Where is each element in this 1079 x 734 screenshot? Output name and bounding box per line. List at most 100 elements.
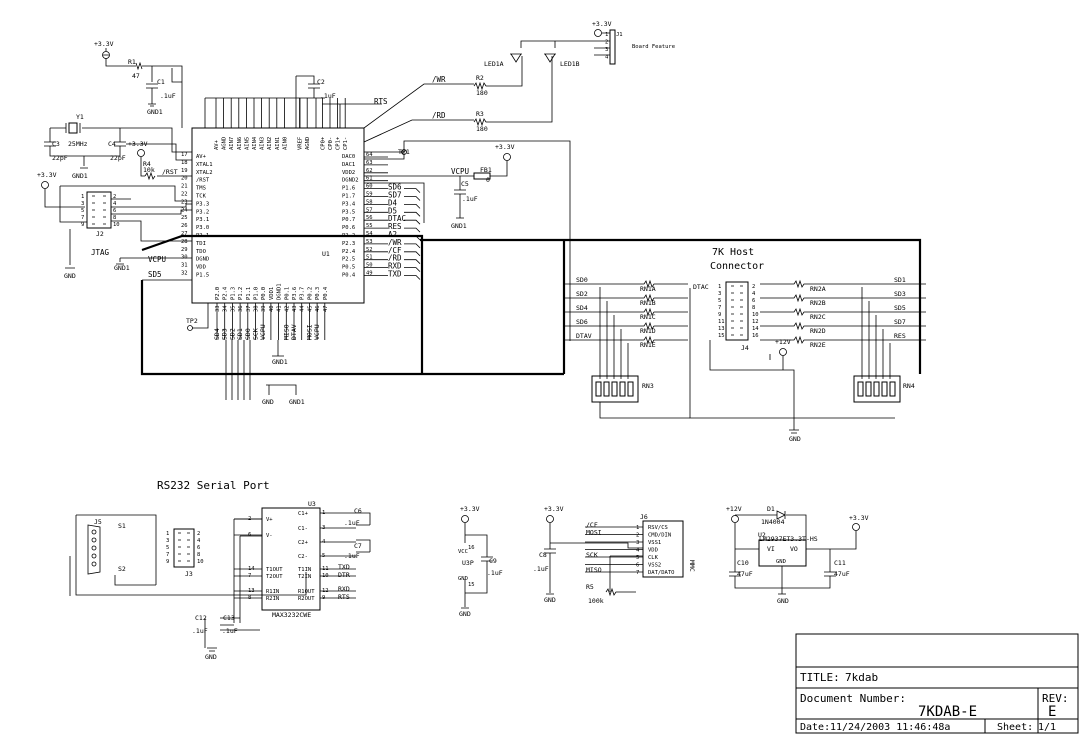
- j3-pin-num: 2: [197, 531, 200, 537]
- j5-ref: J5: [94, 518, 102, 526]
- host-right-net-label: SD7: [894, 318, 906, 326]
- u1-right-pin-label: P3.4: [342, 201, 356, 207]
- vcpu-right: VCPU: [451, 167, 469, 176]
- title-value: 7kdab: [845, 671, 878, 684]
- u2-vi: VI: [767, 545, 775, 553]
- u1-right-pin-label: P3.5: [342, 209, 355, 215]
- u1-right-net-label: /RD: [388, 254, 402, 263]
- u1-left-pin-num: 17: [181, 152, 188, 158]
- u1-bottom-pin-label: P3.6: [292, 287, 298, 300]
- u1-bottom-net-label: SCK: [252, 328, 260, 340]
- rs232-title: RS232 Serial Port: [157, 479, 270, 492]
- rn2-ref: RN2D: [810, 327, 826, 335]
- u1-right-net-label: /CF: [388, 246, 402, 255]
- host-right-net-label: RES: [894, 332, 906, 340]
- host-left-net-wire: [564, 279, 688, 289]
- j4-pin-num: 4: [752, 291, 756, 297]
- r3-value: 180: [476, 125, 488, 133]
- j2-pin-num: 2: [113, 194, 116, 200]
- u3-left-pin-label: V-: [266, 533, 273, 539]
- u1-right-pin-num: 63: [366, 160, 373, 166]
- u1-left-pin-num: 23: [181, 199, 188, 205]
- y1-value: 25MHz: [68, 140, 88, 148]
- u1-bottom-pin-num: 46: [315, 305, 321, 312]
- resistor-pack-element: [857, 381, 864, 397]
- u1-bottom-net-label: SD4: [213, 328, 221, 340]
- rts-net: RTS: [374, 97, 388, 106]
- u3-ref: U3: [308, 500, 316, 508]
- u1-bottom-pin-num: 36: [238, 305, 244, 312]
- u3-right-pin-label: R2OUT: [298, 596, 315, 602]
- mmc-pin-num: 5: [636, 555, 639, 561]
- u1-right-net-bus: [404, 227, 421, 233]
- u1-right-pin-label: P2.4: [342, 249, 356, 255]
- u1-right-net-label: D4: [388, 198, 398, 207]
- u3-right-net-label: RTS: [338, 593, 350, 601]
- u1-left-pin-num: 21: [181, 184, 188, 190]
- u3p-vcc: VCC: [458, 549, 468, 555]
- u1-left-pin-label: XTAL2: [196, 170, 213, 176]
- resistor-packs: [595, 381, 896, 397]
- r4-ref: R4: [143, 160, 151, 168]
- mmc-side-label: MMC: [688, 560, 696, 572]
- u1-left-pin-num: 25: [181, 215, 188, 221]
- supply-33v-b: +3.3V: [128, 140, 148, 148]
- supply-33v-d: +3.3V: [495, 143, 515, 151]
- u1-left-pin-label: VDD: [196, 265, 206, 271]
- u1-bottom-pin-label: VDD1: [269, 287, 275, 300]
- j1-label: Board Feature: [632, 44, 675, 50]
- u1-bottom-pin-label: P3.7: [300, 287, 306, 300]
- u1-left-pin-num: 32: [181, 271, 188, 277]
- rn1-ref: RN1A: [640, 285, 656, 293]
- u1-right-pin-num: 49: [366, 271, 373, 277]
- c8-value: .1uF: [533, 565, 549, 573]
- db9-pin: [91, 553, 97, 559]
- host-left-net-wire: [564, 321, 688, 331]
- c11-ref: C11: [834, 559, 846, 567]
- host-right-net-label: SD5: [894, 304, 906, 312]
- u1-bottom-pin-label: P2.0: [215, 287, 221, 300]
- u1-bottom-net-label: MISO: [282, 324, 290, 340]
- j2-pin-num: 3: [81, 201, 84, 207]
- tp1-label: TP1: [398, 148, 410, 156]
- u1-right-net-bus: [404, 211, 421, 217]
- u1-microcontroller: U1 AV+17XTAL118XTAL219/RST20TMS21TCK22P3…: [181, 98, 388, 340]
- mmc-pin-num: 4: [636, 548, 640, 554]
- u1-bottom-pin-num: 45: [307, 305, 313, 312]
- u1-top-pin-label: AIN2: [267, 137, 273, 150]
- u1-bottom-pin-num: 40: [269, 305, 275, 312]
- u1-left-pin-label: P3.0: [196, 225, 209, 231]
- u1-right-net-bus: [404, 235, 421, 241]
- c7-value: .1uF: [344, 552, 360, 560]
- gnd1-xtal: GND1: [72, 172, 88, 180]
- u1-right-pin-num: 58: [366, 199, 373, 205]
- c13-ref: C13: [223, 614, 235, 622]
- u1-bottom-pin-label: P0.3: [315, 287, 321, 300]
- gnd-u3p: GND: [459, 610, 471, 618]
- mmc-pin-label: RSV/CS: [648, 525, 668, 531]
- regulator-block: +12V D1 1N4004 U2 LM2937ET3.3T-HS VI VO …: [726, 505, 869, 605]
- u1-left-pin-num: 19: [181, 168, 188, 174]
- mmc-pin-label: CLK: [648, 555, 659, 561]
- u1-top-pin-label: AV+: [214, 139, 220, 150]
- u1-left-pin-label: AV+: [196, 154, 207, 160]
- resistor-pack-element: [627, 381, 634, 397]
- j4-pin-num: 6: [752, 298, 755, 304]
- u1-bottom-pin-num: 44: [300, 305, 306, 312]
- u1-top-pin-label: AIN5: [244, 137, 250, 150]
- u3p-ref: U3P: [462, 559, 474, 567]
- fb1-ref: FB1: [480, 166, 492, 174]
- resistor-pack-element: [595, 381, 602, 397]
- rs232-block: RS232 Serial Port U3 MAX3232CWE V+2V-6T1…: [69, 479, 371, 661]
- rd-net: /RD: [432, 111, 446, 120]
- mmc-net-label: /CF: [586, 521, 598, 529]
- u1-bottom-pin-label: P1.0: [254, 287, 260, 300]
- u1-right-net-bus: [404, 267, 421, 272]
- u1-bottom-pin-num: 33: [215, 305, 221, 312]
- u3p-gnd: GND: [458, 576, 468, 582]
- j2-pin-num: 8: [113, 215, 116, 221]
- u1-right-pin-label: P0.6: [342, 225, 355, 231]
- mmc-pin-num: 7: [636, 570, 639, 576]
